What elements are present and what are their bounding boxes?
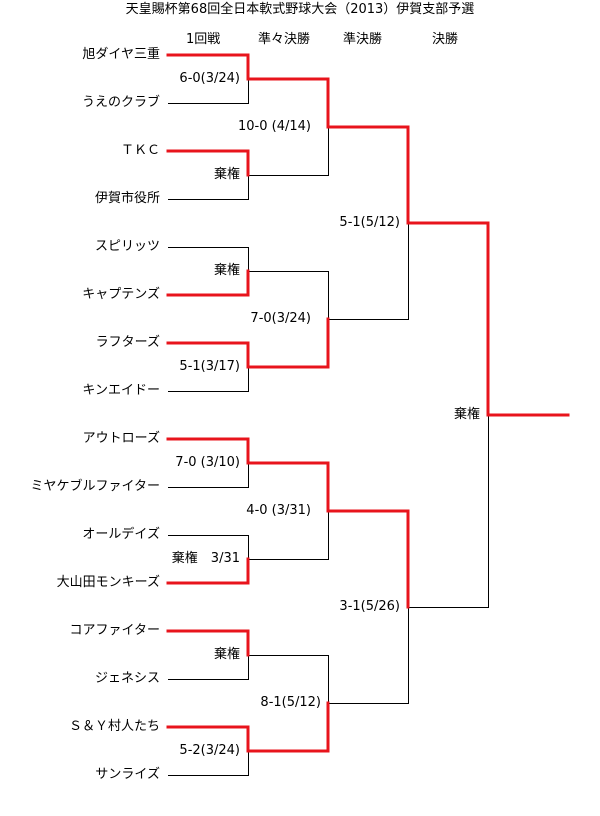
bracket-line (328, 607, 409, 704)
score-r3-1: 5-1(5/12) (339, 215, 400, 230)
bracket-line (326, 125, 410, 225)
team-7: ラフターズ (95, 335, 160, 350)
bracket-line (406, 221, 490, 417)
score-r2-2: 7-0(3/24) (250, 311, 311, 326)
team-1: 旭ダイヤ三重 (82, 47, 160, 62)
team-13: コアファイター (69, 623, 160, 638)
bracket-line (248, 511, 329, 560)
team-3: ＴＫＣ (120, 143, 160, 158)
team-16: サンライズ (95, 767, 160, 782)
bracket-line (166, 53, 250, 81)
bracket-line (246, 701, 330, 753)
bracket-winner-lines (166, 53, 570, 753)
score-r1-8: 5-2(3/24) (179, 743, 240, 758)
round-header-1: 1回戦 (186, 32, 221, 47)
score-r3-2: 3-1(5/26) (339, 599, 400, 614)
bracket-line (168, 655, 249, 680)
team-12: 大山田モンキーズ (56, 575, 160, 590)
round-header-2: 準々決勝 (258, 32, 311, 47)
team-15: Ｓ＆Ｙ村人たち (68, 719, 160, 734)
bracket-line (168, 175, 249, 200)
bracket-line (248, 127, 329, 176)
team-14: ジェネシス (94, 671, 160, 686)
bracket-line (168, 751, 249, 776)
bracket-line (168, 247, 249, 271)
page-title: 天皇賜杯第68回全日本軟式野球大会（2013）伊賀支部予選 (125, 2, 475, 17)
score-r1-1: 6-0(3/24) (179, 71, 240, 86)
score-r1-2: 棄権 (213, 167, 240, 182)
team-5: スピリッツ (94, 239, 160, 254)
score-final: 棄権 (453, 407, 480, 422)
bracket-line (246, 317, 330, 369)
bracket-line (248, 271, 329, 319)
bracket-line (168, 367, 249, 392)
team-2: うえのクラブ (81, 95, 160, 110)
bracket-line (166, 725, 250, 753)
bracket-line (166, 557, 250, 585)
bracket-line (166, 341, 250, 369)
bracket-line (246, 77, 330, 129)
team-8: キンエイドー (82, 383, 160, 398)
score-r1-5: 7-0 (3/10) (175, 455, 240, 470)
bracket-line (326, 509, 410, 609)
score-r2-1: 10-0 (4/14) (238, 119, 311, 134)
bracket-line (246, 461, 330, 513)
bracket-line (168, 79, 249, 104)
bracket-line (168, 463, 249, 488)
score-r1-4: 5-1(3/17) (179, 359, 240, 374)
score-r1-3: 棄権 (213, 263, 240, 278)
team-9: アウトローズ (82, 431, 160, 446)
round-header-4: 決勝 (432, 32, 459, 47)
bracket-line (166, 269, 250, 297)
bracket-line (166, 149, 250, 177)
score-r2-3: 4-0 (3/31) (246, 503, 311, 518)
team-10: ミヤケブルファイター (30, 479, 160, 494)
score-r2-4: 8-1(5/12) (260, 695, 321, 710)
bracket-line (248, 655, 329, 703)
bracket-line (166, 629, 250, 657)
bracket-line (328, 223, 409, 320)
bracket-loser-lines (168, 79, 489, 776)
bracket-line (408, 415, 489, 608)
bracket-line (168, 535, 249, 559)
team-6: キャプテンズ (82, 287, 160, 302)
bracket-line (166, 437, 250, 465)
round-header-3: 準決勝 (343, 32, 383, 47)
team-11: オールデイズ (82, 527, 160, 542)
team-4: 伊賀市役所 (94, 191, 160, 206)
score-r1-7: 棄権 (213, 647, 240, 662)
score-r1-6: 棄権 3/31 (171, 551, 240, 566)
